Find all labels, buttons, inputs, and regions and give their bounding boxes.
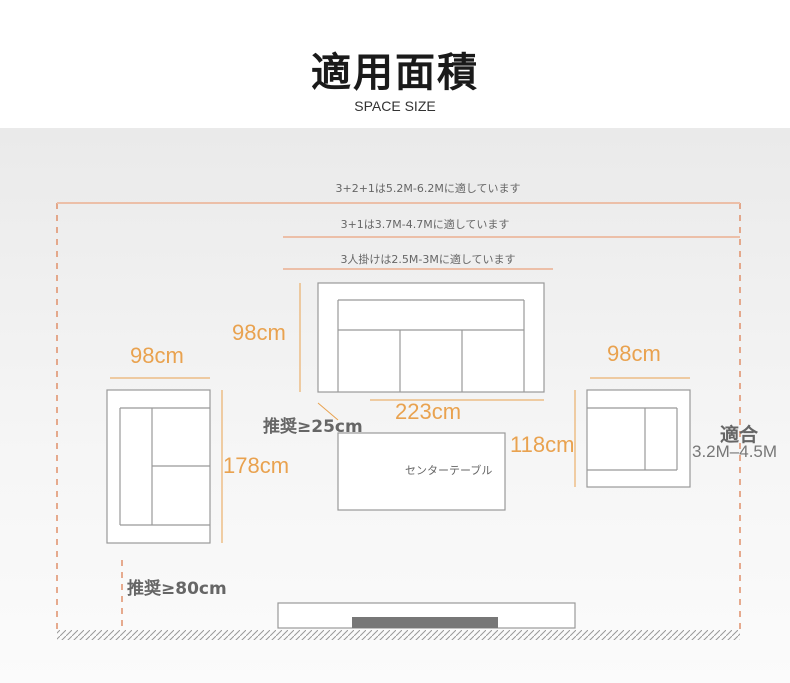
table-gap-label: 推奨≥25cm [263, 417, 363, 437]
wall-hatch [57, 630, 740, 640]
range-label-1: 3+2+1は5.2M-6.2Mに適しています [335, 182, 521, 195]
page-subtitle: SPACE SIZE [354, 98, 436, 114]
fit-range: 3.2M–4.5M [692, 442, 778, 461]
range-label-3: 3人掛けは2.5M-3Mに適しています [340, 253, 516, 266]
center-table [337, 432, 506, 511]
left-armchair [106, 389, 211, 544]
right-armchair [586, 389, 691, 488]
sofa-width-label: 223cm [395, 399, 462, 424]
center-table-label: センターテーブル [405, 464, 493, 477]
page-title: 適用面積 [311, 50, 479, 96]
range-label-2: 3+1は3.7M-4.7Mに適しています [340, 218, 510, 231]
left-chair-width-label: 178cm [223, 453, 290, 478]
right-chair-depth-label: 98cm [607, 341, 661, 366]
left-chair-depth-label: 98cm [130, 343, 184, 368]
three-seat-sofa [317, 282, 545, 393]
right-chair-width-label: 118cm [510, 432, 575, 457]
sofa-depth-label: 98cm [232, 320, 286, 345]
tv [352, 617, 498, 628]
fit-label: 適合 [720, 424, 759, 446]
walkway-label: 推奨≥80cm [127, 579, 227, 599]
